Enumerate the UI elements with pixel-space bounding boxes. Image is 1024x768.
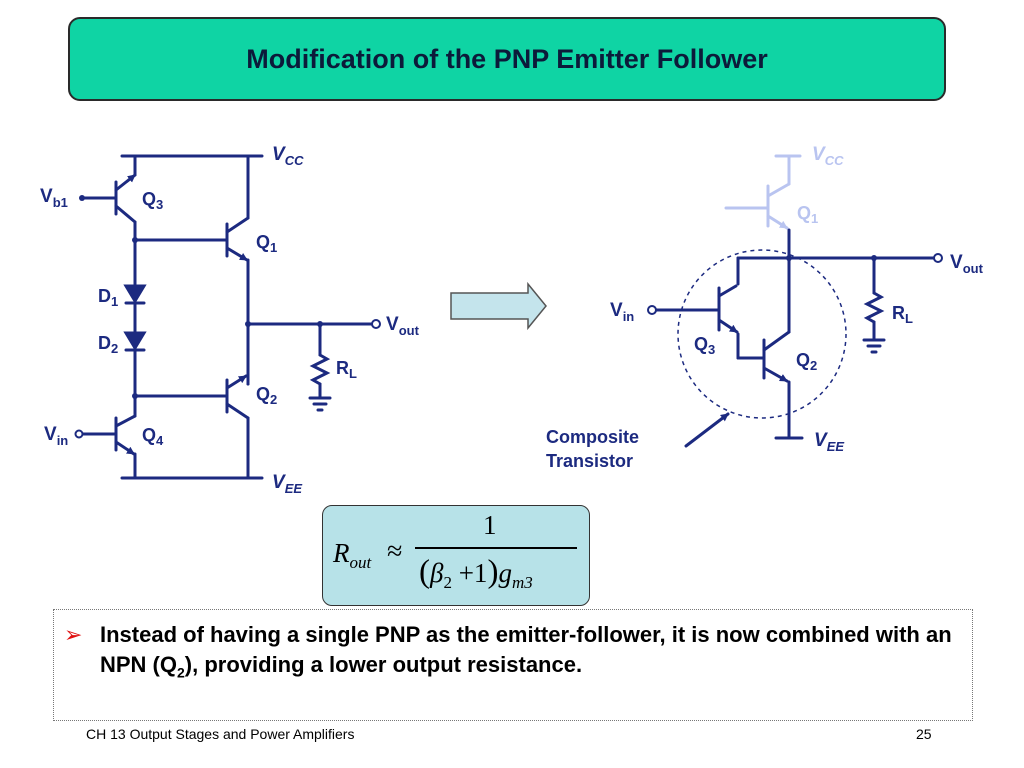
slide-title: Modification of the PNP Emitter Follower [246, 43, 768, 74]
formula-numerator: 1 [483, 510, 497, 540]
left-circuit [74, 154, 381, 480]
right-circuit [647, 228, 943, 448]
svg-text:RL: RL [336, 358, 357, 381]
right-faded-q1 [724, 154, 802, 230]
right-q3-transistor [654, 256, 766, 360]
svg-text:Vin: Vin [44, 424, 68, 448]
svg-text:Q2: Q2 [796, 350, 817, 373]
right-labels: Vout Vin Q3 Q2 RL VEE Composite Transist… [546, 252, 984, 471]
rout-formula-box: Rout ≈ 1 (β2 +1)gm3 [322, 505, 590, 606]
formula-approx-sign: ≈ [387, 536, 403, 567]
svg-text:Transistor: Transistor [546, 451, 633, 471]
svg-text:D1: D1 [98, 286, 118, 309]
svg-text:Q4: Q4 [142, 425, 164, 448]
svg-text:Vout: Vout [950, 252, 984, 276]
left-q4-transistor [80, 414, 137, 480]
transform-arrow [450, 281, 547, 331]
svg-text:VEE: VEE [272, 472, 302, 496]
left-rl-resistor [308, 322, 332, 412]
left-labels: VCC VEE Vb1 Vin Vout Q3 Q1 Q2 Q4 D1 D2 R… [40, 144, 420, 496]
composite-outline [677, 249, 847, 419]
svg-text:Vb1: Vb1 [40, 186, 68, 210]
footer-chapter: CH 13 Output Stages and Power Amplifiers [86, 726, 355, 742]
right-faded-labels: VCC Q1 [797, 144, 844, 226]
right-rl-resistor [862, 256, 886, 354]
left-d1-diode [123, 284, 147, 305]
svg-text:D2: D2 [98, 333, 118, 356]
svg-text:Q2: Q2 [256, 384, 277, 407]
footer-page-number: 25 [916, 726, 932, 742]
svg-text:Q3: Q3 [694, 334, 715, 357]
formula-denominator: (β2 +1)gm3 [419, 554, 533, 592]
title-box: Modification of the PNP Emitter Follower [68, 17, 946, 101]
svg-text:VCC: VCC [272, 144, 304, 168]
left-q2-transistor [225, 374, 250, 480]
bullet-arrow-icon: ➢ [64, 623, 83, 648]
formula-fraction-bar [415, 547, 577, 549]
svg-text:Q1: Q1 [797, 203, 818, 226]
composite-pointer [684, 412, 730, 448]
svg-text:RL: RL [892, 303, 913, 326]
bullet-box: ➢ Instead of having a single PNP as the … [53, 609, 973, 721]
right-q2-transistor [762, 256, 804, 440]
svg-text:Composite: Composite [546, 427, 639, 447]
svg-text:Vin: Vin [610, 300, 634, 324]
bullet-text: Instead of having a single PNP as the em… [100, 622, 952, 681]
svg-text:VEE: VEE [814, 430, 844, 454]
svg-text:Vout: Vout [386, 314, 420, 338]
left-d2-diode [123, 331, 147, 352]
svg-text:Q1: Q1 [256, 232, 277, 255]
left-q3-transistor [80, 154, 137, 242]
svg-text:VCC: VCC [812, 144, 844, 168]
svg-text:Q3: Q3 [142, 189, 163, 212]
left-q1-transistor [225, 154, 250, 386]
formula-lhs: Rout [333, 538, 372, 572]
